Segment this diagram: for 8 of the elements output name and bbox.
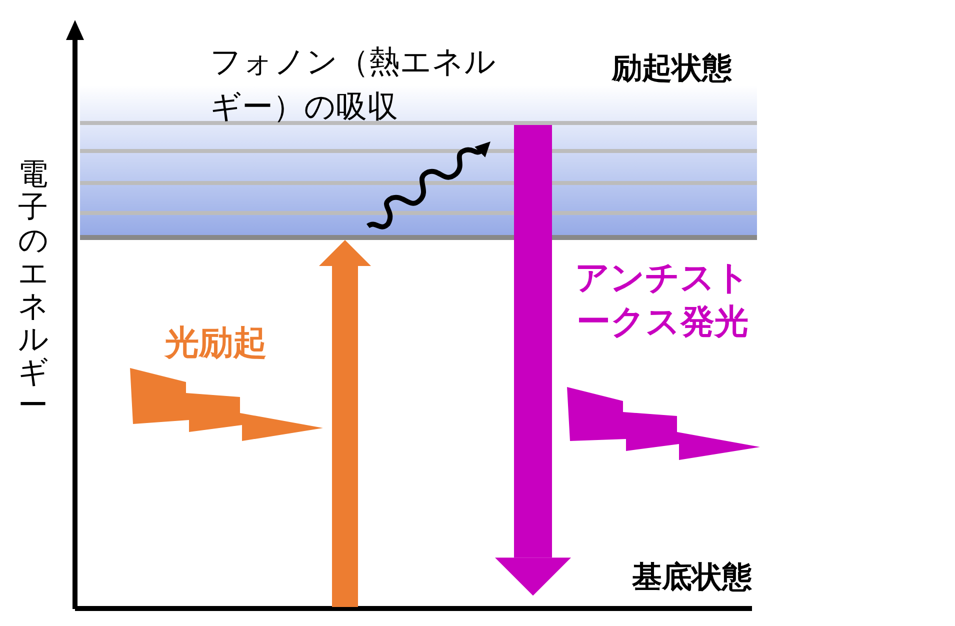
state-label: 基底状態	[632, 559, 752, 597]
process-label: 光励起	[165, 322, 267, 365]
process-label: アンチストークス発光	[574, 257, 751, 344]
annotation-text: フォノン（熱エネルギー）の吸収	[210, 43, 497, 127]
transition-arrow	[495, 125, 571, 596]
transition-arrow	[319, 240, 371, 607]
state-label: 励起状態	[612, 50, 732, 88]
axis-label: 電子のエネルギー	[18, 158, 48, 422]
